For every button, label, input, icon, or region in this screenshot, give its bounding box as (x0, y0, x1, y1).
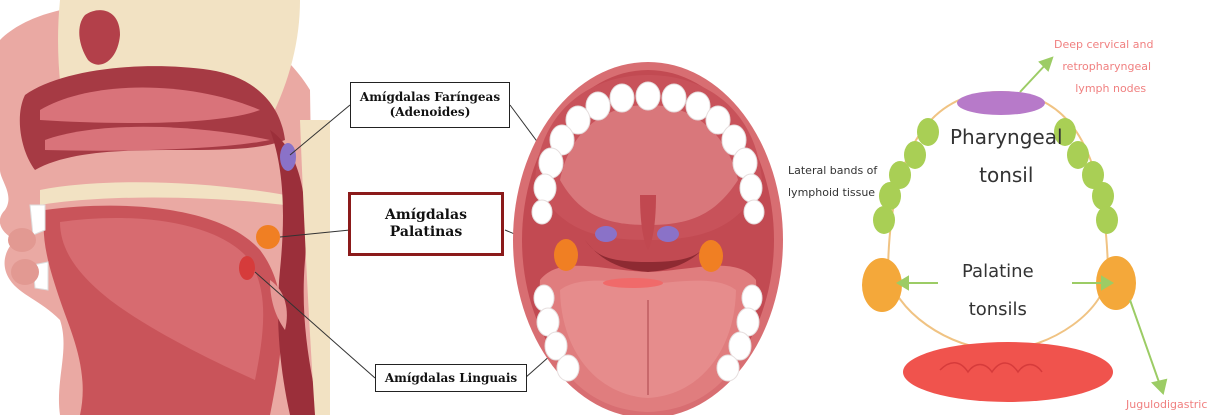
label-palatine-tonsils: Amígdalas Palatinas (348, 192, 504, 256)
label-palatine-line1: Amígdalas (385, 207, 467, 225)
lateral-line1: Lateral bands of (788, 160, 877, 182)
label-lingual-text: Amígdalas Linguais (385, 371, 517, 386)
adenoid-left (595, 226, 617, 242)
lingual-tonsil-shape (903, 342, 1113, 402)
label-pharyngeal-line1: Amígdalas Faríngeas (360, 90, 500, 105)
open-mouth-illustration (513, 62, 783, 415)
palatine-line2: tonsils (962, 291, 1034, 329)
deep-cervical-label: Deep cervical and retropharyngeal lymph … (1054, 34, 1153, 100)
palatine-tonsil-side (256, 225, 280, 249)
deep-line2: retropharyngeal (1060, 56, 1153, 78)
label-lingual-tonsils: Amígdalas Linguais (375, 364, 527, 392)
palatine-tonsil-left-shape (862, 258, 902, 312)
sagittal-head-illustration (0, 0, 330, 415)
label-pharyngeal-tonsils: Amígdalas Faríngeas (Adenoides) (350, 82, 510, 128)
label-pharyngeal-line2: (Adenoides) (390, 105, 471, 120)
lateral-bands-label: Lateral bands of lymphoid tissue (788, 160, 877, 204)
lingual-tonsil-side (239, 256, 255, 280)
waldeyer-ring-diagram (862, 58, 1166, 402)
palatine-tonsils-label: Palatine tonsils (962, 253, 1034, 329)
pharyngeal-line2: tonsil (950, 156, 1063, 194)
adenoid-right (657, 226, 679, 242)
jugulodigastric-text: Jugulodigastric (1126, 398, 1207, 411)
jugulodigastric-label: Jugulodigastric (1126, 398, 1207, 411)
deep-line1: Deep cervical and (1054, 34, 1153, 56)
pharyngeal-tonsil-shape (957, 91, 1045, 115)
palatine-line1: Palatine (962, 253, 1034, 291)
palatine-tonsil-left (554, 239, 578, 271)
lingual-tonsil-front (603, 278, 663, 288)
deep-line3: lymph nodes (1068, 78, 1153, 100)
palatine-tonsil-right (699, 240, 723, 272)
label-palatine-line2: Palatinas (390, 224, 463, 242)
pharyngeal-line1: Pharyngeal (950, 118, 1063, 156)
adenoid-side (280, 143, 296, 171)
lateral-line2: lymphoid tissue (788, 182, 877, 204)
pharyngeal-tonsil-label: Pharyngeal tonsil (950, 118, 1063, 194)
